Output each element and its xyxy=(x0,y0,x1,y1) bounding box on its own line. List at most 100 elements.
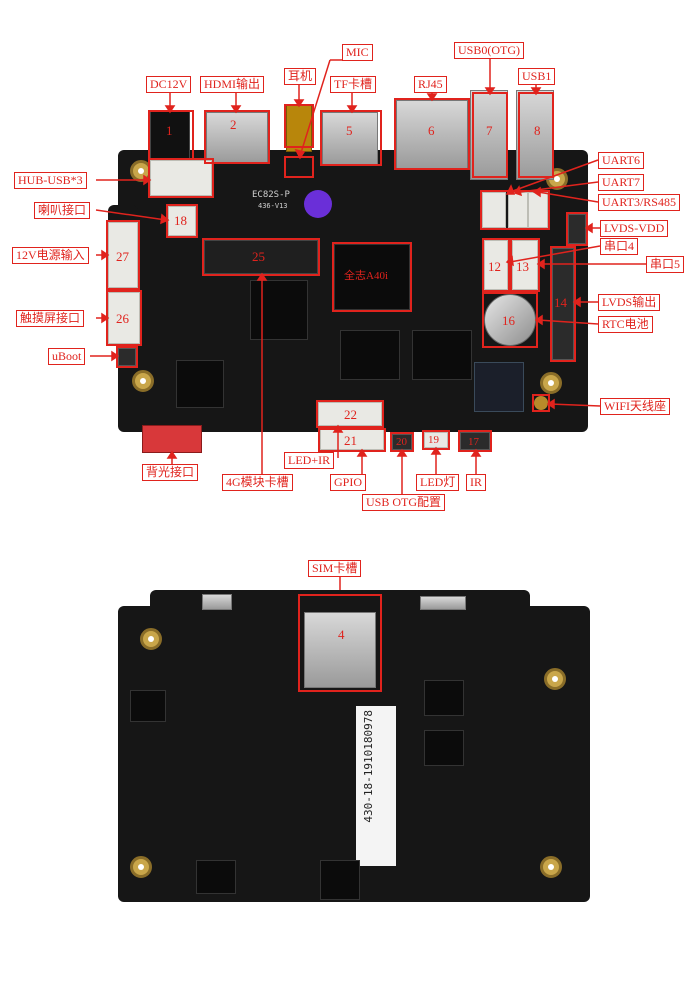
label-sim: SIM卡槽 xyxy=(308,560,362,577)
num-12: 12 xyxy=(488,259,501,274)
ic-chip xyxy=(130,690,166,722)
memory-chip xyxy=(412,330,472,380)
speaker-connector xyxy=(168,206,196,236)
label-serial4: 串口4 xyxy=(600,238,639,255)
label-led-light: LED灯 xyxy=(416,474,460,491)
num-18: 18 xyxy=(174,213,187,228)
memory-chip xyxy=(340,330,400,380)
label-uart3: UART3/RS485 xyxy=(598,194,680,211)
num-25: 25 xyxy=(252,249,265,264)
rj45-port xyxy=(396,100,468,170)
bottom-connector-edge xyxy=(202,594,232,610)
label-lvds-vdd: LVDS-VDD xyxy=(600,220,669,237)
label-uart6: UART6 xyxy=(598,152,644,169)
label-4g: 4G模块卡槽 xyxy=(222,474,293,491)
ic-chip xyxy=(196,860,236,894)
box-uart-group xyxy=(480,190,550,230)
serial-sticker: 430-18-1910180978 xyxy=(356,706,396,866)
label-led-ir: LED+IR xyxy=(284,452,335,469)
num-26: 26 xyxy=(116,311,129,326)
board-model-silkscreen: EC82S-P xyxy=(252,190,290,200)
rtc-battery xyxy=(484,294,536,346)
label-serial5: 串口5 xyxy=(646,256,685,273)
label-uart7: UART7 xyxy=(598,174,644,191)
memory-chip xyxy=(250,280,308,340)
box-hdmi xyxy=(204,110,270,164)
led-ir-connector xyxy=(318,402,382,426)
box-earphone xyxy=(284,104,314,148)
box-cpu xyxy=(332,242,412,312)
num-14: 14 xyxy=(554,295,567,310)
num-4: 4 xyxy=(338,627,345,642)
ic-chip xyxy=(320,860,360,900)
label-speaker: 喇叭接口 xyxy=(34,202,91,219)
box-hub-usb xyxy=(148,158,214,198)
num-19: 19 xyxy=(428,434,439,446)
num-22: 22 xyxy=(344,407,357,422)
num-21: 21 xyxy=(344,433,357,448)
label-tf: TF卡槽 xyxy=(330,76,377,93)
label-usb-otg: USB OTG配置 xyxy=(362,494,446,511)
label-gpio: GPIO xyxy=(330,474,367,491)
label-usb1: USB1 xyxy=(518,68,556,85)
num-20: 20 xyxy=(396,436,407,448)
box-uboot xyxy=(116,346,138,368)
bottom-connector-edge xyxy=(420,596,466,610)
label-rtc: RTC电池 xyxy=(598,316,653,333)
label-backlight: 背光接口 xyxy=(142,464,199,481)
mount-hole xyxy=(140,628,162,650)
serial-number: 430-18-1910180978 xyxy=(362,710,375,823)
box-led-ir xyxy=(316,400,384,428)
hub-usb-connectors xyxy=(150,160,212,196)
num-13: 13 xyxy=(516,259,529,274)
box-wifi xyxy=(532,394,550,412)
wifi-antenna-socket xyxy=(534,396,548,410)
pmic-chip xyxy=(176,360,224,408)
serial4-connector xyxy=(484,240,508,290)
mount-hole xyxy=(130,856,152,878)
num-6: 6 xyxy=(428,123,435,138)
power12v-connector xyxy=(108,222,138,288)
box-tf xyxy=(320,110,382,166)
box-mic xyxy=(284,156,314,178)
board-model-sub-silkscreen: 436-V13 xyxy=(258,202,288,210)
ic-chip xyxy=(424,680,464,716)
sim-card-slot xyxy=(304,612,376,688)
label-usb0: USB0(OTG) xyxy=(454,42,524,59)
box-lvds-vdd xyxy=(566,212,588,246)
mount-hole xyxy=(132,370,154,392)
num-27: 27 xyxy=(116,249,129,264)
box-sim xyxy=(298,594,382,692)
num-17: 17 xyxy=(468,436,479,448)
label-ir: IR xyxy=(466,474,486,491)
label-dc12v: DC12V xyxy=(146,76,192,93)
wifi-module xyxy=(474,362,524,412)
sticker-logo xyxy=(304,190,332,218)
mount-hole xyxy=(540,372,562,394)
uart6-connector xyxy=(482,192,506,228)
label-uboot: uBoot xyxy=(48,348,86,365)
label-power12v: 12V电源输入 xyxy=(12,247,89,264)
cpu-label: 全志A40i xyxy=(344,270,388,282)
mount-hole xyxy=(544,668,566,690)
label-mic: MIC xyxy=(342,44,373,61)
label-lvds-out: LVDS输出 xyxy=(598,294,661,311)
ic-chip xyxy=(424,730,464,766)
label-touch: 触摸屏接口 xyxy=(16,310,85,327)
label-rj45: RJ45 xyxy=(414,76,447,93)
backlight-connector xyxy=(142,425,202,453)
num-2: 2 xyxy=(230,117,237,132)
num-5: 5 xyxy=(346,123,353,138)
label-wifi: WIFI天线座 xyxy=(600,398,670,415)
box-gpio xyxy=(318,428,386,452)
num-7: 7 xyxy=(486,123,493,138)
mount-hole xyxy=(540,856,562,878)
label-hub-usb: HUB-USB*3 xyxy=(14,172,87,189)
4g-module-slot xyxy=(204,240,318,274)
cpu-chip xyxy=(334,244,410,310)
num-1: 1 xyxy=(166,123,173,138)
label-earphone: 耳机 xyxy=(284,68,317,85)
num-16: 16 xyxy=(502,313,515,328)
num-8: 8 xyxy=(534,123,541,138)
label-hdmi: HDMI输出 xyxy=(200,76,264,93)
